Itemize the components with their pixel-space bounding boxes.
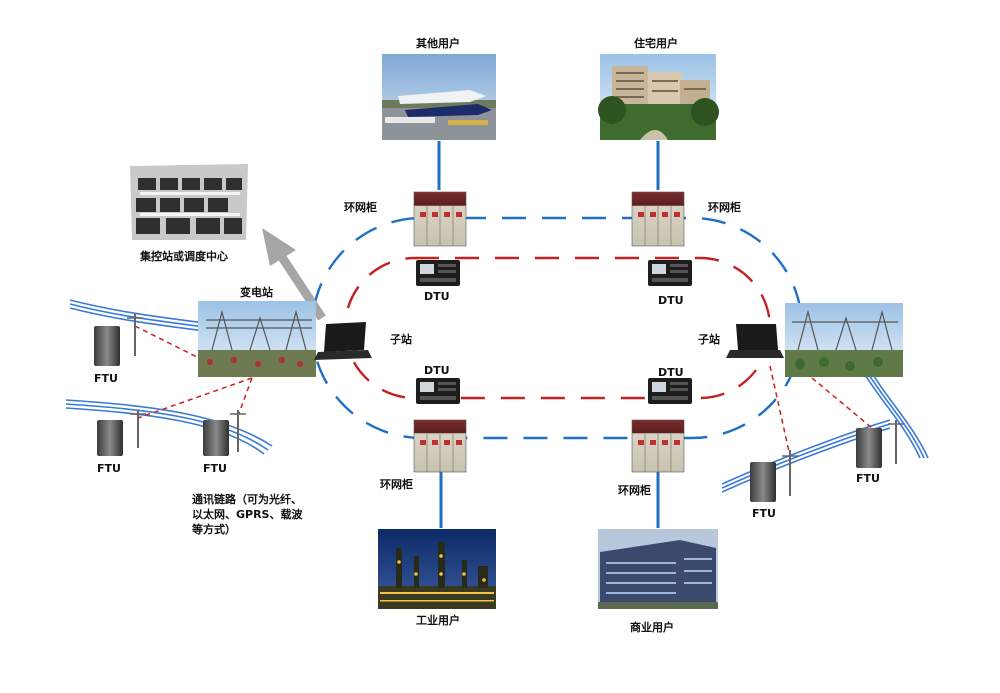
label-substation-terminal-right: 子站 bbox=[698, 333, 720, 346]
inner-ring-red bbox=[343, 256, 772, 400]
label-commercial-user: 商业用户 bbox=[630, 621, 674, 634]
dtu-bottom-left bbox=[416, 378, 460, 404]
laptop-icon-right bbox=[726, 324, 784, 358]
label-industrial-user: 工业用户 bbox=[416, 614, 460, 627]
dtu-bottom-right bbox=[648, 378, 692, 404]
rmu-top-right bbox=[631, 191, 685, 247]
rmu-top-left bbox=[413, 191, 467, 247]
ftu-cabinet-4 bbox=[750, 450, 798, 502]
label-rmu-top-left: 环网柜 bbox=[344, 201, 377, 214]
label-control-center: 集控站或调度中心 bbox=[140, 250, 228, 263]
rmu-bottom-right bbox=[631, 419, 685, 473]
label-substation: 变电站 bbox=[240, 286, 273, 299]
ftu-cabinet-5 bbox=[856, 420, 904, 468]
other-user-photo bbox=[382, 54, 496, 140]
rmu-bottom-left bbox=[413, 419, 467, 473]
label-ftu-3: FTU bbox=[203, 462, 227, 475]
comm-link-note: 通讯链路（可为光纤、 以太网、GPRS、载波 等方式） bbox=[192, 492, 302, 537]
label-other-user: 其他用户 bbox=[416, 37, 460, 50]
industrial-user-photo bbox=[378, 529, 496, 609]
ftu-cabinet-1 bbox=[94, 314, 143, 366]
commercial-user-photo bbox=[598, 529, 718, 609]
label-ftu-1: FTU bbox=[94, 372, 118, 385]
label-dtu-bottom-right: DTU bbox=[658, 366, 684, 379]
substation-photo-left bbox=[198, 301, 316, 377]
label-ftu-5: FTU bbox=[856, 472, 880, 485]
power-lines-left bbox=[65, 299, 301, 455]
comm-note-line-1: 通讯链路（可为光纤、 bbox=[192, 493, 302, 506]
comm-note-line-2: 以太网、GPRS、载波 bbox=[192, 508, 303, 521]
substation-photo-right bbox=[785, 303, 903, 377]
dtu-top-right bbox=[648, 260, 692, 286]
label-residential-user: 住宅用户 bbox=[634, 37, 678, 50]
residential-user-photo bbox=[598, 54, 719, 140]
dtu-top-left bbox=[416, 260, 460, 286]
label-ftu-2: FTU bbox=[97, 462, 121, 475]
outer-ring-blue bbox=[310, 216, 804, 440]
label-rmu-top-right: 环网柜 bbox=[708, 201, 741, 214]
label-ftu-4: FTU bbox=[752, 507, 776, 520]
ftu-cabinet-2 bbox=[97, 410, 146, 456]
label-dtu-top-right: DTU bbox=[658, 294, 684, 307]
control-center-photo bbox=[130, 164, 248, 240]
label-rmu-bottom-right: 环网柜 bbox=[618, 484, 651, 497]
ftu-cabinet-3 bbox=[203, 410, 246, 456]
label-substation-terminal-left: 子站 bbox=[390, 333, 412, 346]
label-rmu-bottom-left: 环网柜 bbox=[380, 478, 413, 491]
laptop-icon-left bbox=[314, 322, 372, 360]
label-dtu-top-left: DTU bbox=[424, 290, 450, 303]
comm-note-line-3: 等方式） bbox=[192, 523, 236, 536]
label-dtu-bottom-left: DTU bbox=[424, 364, 450, 377]
